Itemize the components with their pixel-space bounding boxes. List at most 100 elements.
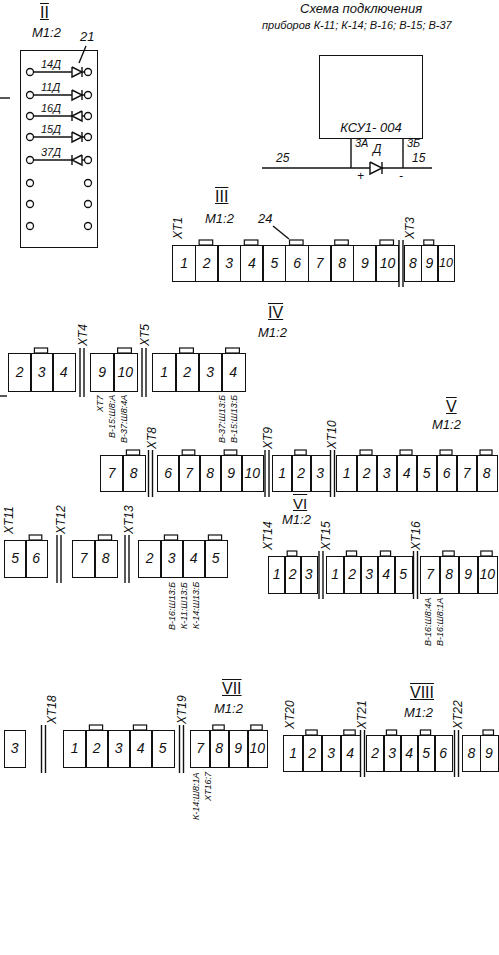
terminal-cell: 2 [366,735,385,772]
terminal-cell: 1 [63,730,87,768]
terminal-cell: 10 [477,556,498,594]
device-wire [402,139,403,168]
terminal-cell: 3 [376,455,398,492]
terminal-cell: 1 [283,735,304,772]
terminal-cell: 2 [343,556,362,594]
terminal-block-label: XT5 [139,324,151,346]
terminal-number: 9 [485,746,493,761]
terminal-number: 3 [316,466,324,481]
terminal-cell: 1 [272,455,293,492]
terminal-cell: 3 [30,353,54,392]
leader-line [273,226,289,239]
strip-divider [417,551,418,599]
terminal-cell: 4 [240,245,264,282]
terminal-cell: 7 [420,556,441,594]
terminal-cell: 2 [302,735,323,772]
terminal-cell: 7 [456,455,478,492]
callout-label: 3Б [407,137,420,149]
view-number: III [215,188,228,206]
terminal-cell: 8 [476,455,498,492]
terminal-number: 8 [130,466,138,481]
terminal-circle [85,113,92,120]
terminal-block-label: XT9 [262,427,274,449]
strip-divider [41,725,42,773]
terminal-circle [85,134,92,141]
terminal-block-label: XT3 [404,217,416,239]
terminal-number: 2 [348,567,356,582]
device-wire [350,139,351,168]
terminal-number: 3 [38,365,46,380]
terminal-block-label: XT1 [172,217,184,239]
terminal-number: 3 [115,741,123,756]
terminal-number: 9 [98,365,106,380]
wire-note: XT16:7 [204,772,213,801]
terminal-block-label: XT22 [452,700,464,729]
device-wire [382,167,432,168]
terminal-number: 8 [102,551,110,566]
terminal-cell: 4 [377,556,396,594]
terminal-number: 4 [60,365,68,380]
terminal-cell: 3 [198,353,223,392]
terminal-number: 2 [363,466,371,481]
callout-label: M1:2 [258,326,287,340]
terminal-cell: 5 [151,730,175,768]
terminal-cell: 5 [204,540,228,578]
diode-bar [71,155,72,165]
terminal-cell: 10 [375,245,399,282]
terminal-circle [27,92,34,99]
terminal-circle [27,180,34,187]
terminal-cell: 8 [122,455,146,492]
terminal-cell: 2 [175,353,200,392]
terminal-block-label: XT18 [46,695,58,724]
terminal-cell: 4 [182,540,206,578]
strip-divider [264,450,265,497]
terminal-circle [27,201,34,208]
terminal-circle [27,69,34,76]
diode-label: 15Д [41,123,61,135]
cut-line [0,97,10,98]
callout-label: 15 [412,152,425,165]
wire-note: В-16:Ш8:4А [424,598,433,646]
terminal-cell: 8 [94,540,118,578]
terminal-cell: 3 [160,540,184,578]
device-name: КСУ1- 004 [340,121,401,135]
view-number: II [40,4,49,22]
terminal-cell: 4 [52,353,76,392]
terminal-cell: 4 [221,353,246,392]
terminal-number: 3 [327,746,335,761]
terminal-cell: 1 [336,455,358,492]
terminal-number: 9 [227,466,235,481]
terminal-number: 4 [190,551,198,566]
terminal-number: 8 [338,256,346,271]
strip-divider [458,730,459,777]
terminal-block-label: XT21 [356,700,368,729]
terminal-cell: 7 [72,540,96,578]
terminal-number: 7 [426,567,434,582]
diode-label: 14Д [41,58,61,70]
strip-divider [79,348,80,397]
wire-note: В-37:Ш8:4А [120,395,129,443]
callout-label: Схема подключения [300,2,422,16]
terminal-number: 5 [271,256,279,271]
terminal-cell: 5 [417,735,436,772]
strip-divider [124,535,125,583]
terminal-block-label: XT13 [123,505,135,534]
terminal-number: 4 [405,746,413,761]
terminal-cell: 8 [199,455,222,492]
diode-symbol [72,90,82,100]
terminal-cell: 6 [434,735,453,772]
terminal-number: 3 [206,365,214,380]
diode-board: 14Д11Д16Д15Д37Д [20,50,98,248]
diode-bar [81,90,82,100]
strip-divider [60,535,61,583]
terminal-number: 5 [11,551,19,566]
terminal-circle [85,92,92,99]
strip-divider [364,730,365,777]
diode-bar [71,111,72,121]
terminal-number: 10 [439,257,453,271]
terminal-number: 7 [185,466,193,481]
callout-label: M1:2 [32,26,61,40]
terminal-circle [85,180,92,187]
terminal-cell: 3 [383,735,402,772]
terminal-cell: 6 [285,245,309,282]
